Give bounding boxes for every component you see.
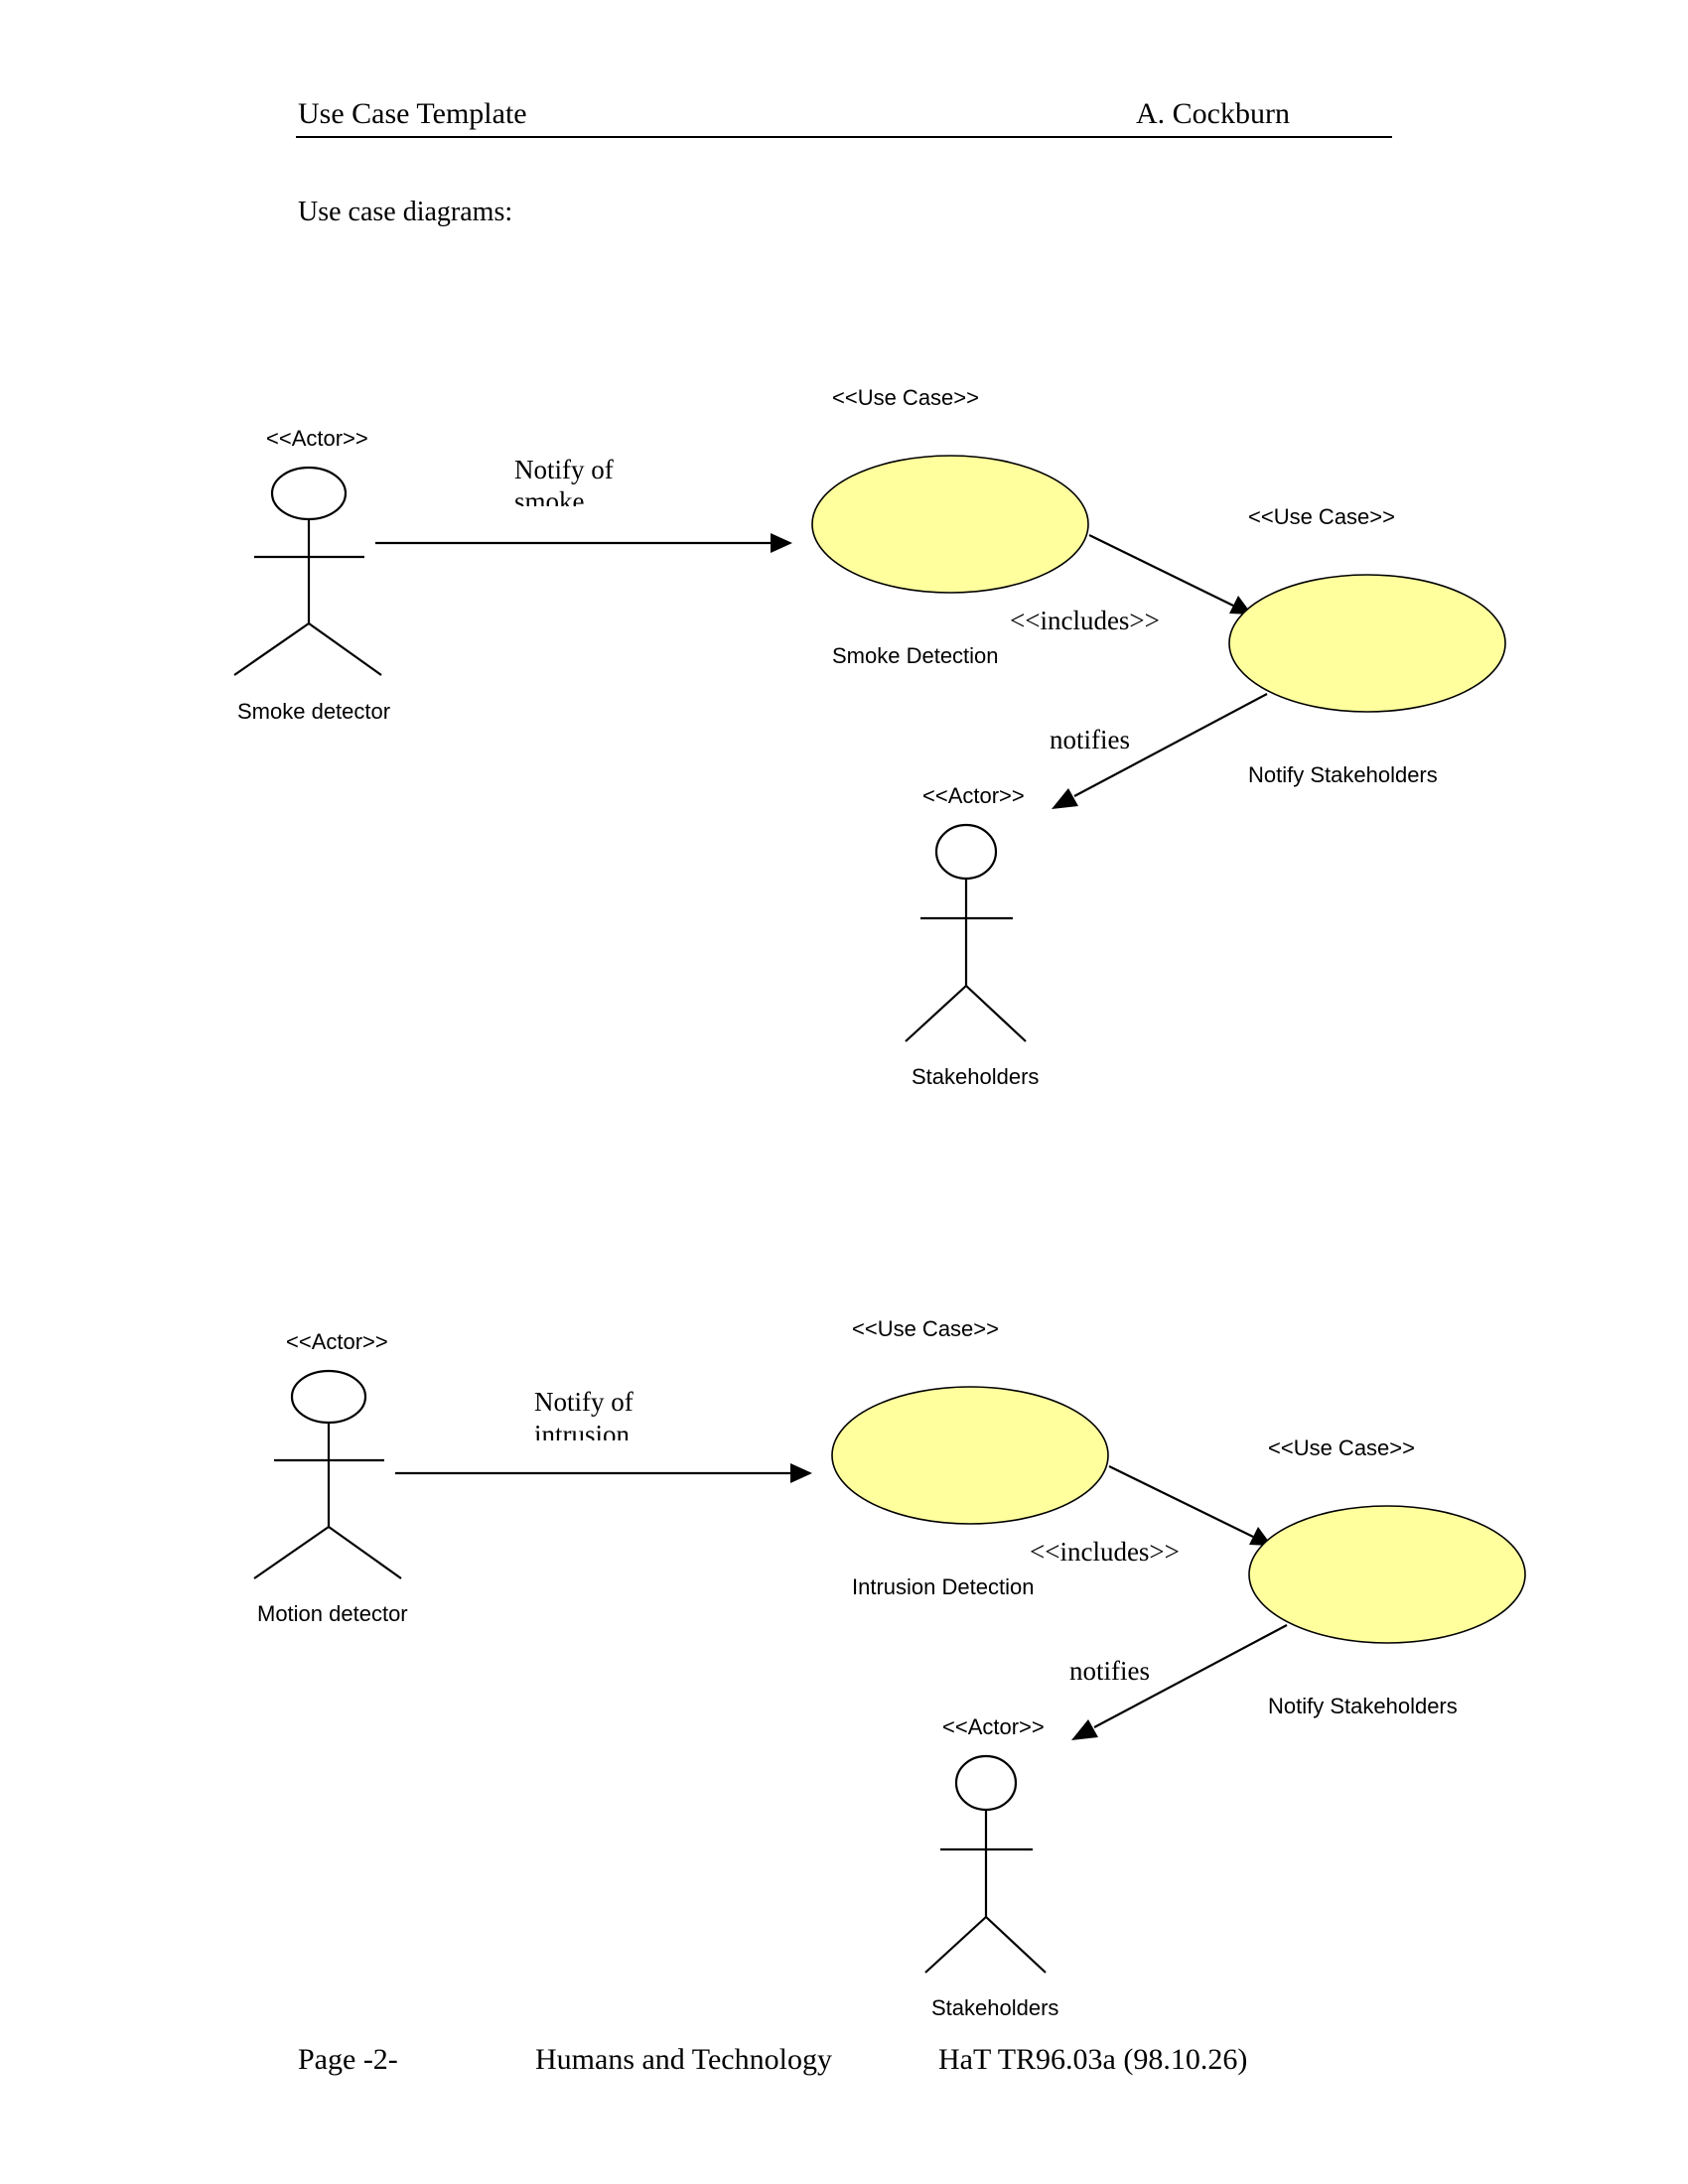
usecase-label-intrusion-detection: Intrusion Detection bbox=[852, 1574, 1034, 1599]
actor-head bbox=[954, 1754, 1018, 1812]
actor-stereotype-label: <<Actor>> bbox=[942, 1714, 1045, 1739]
header-author: A. Cockburn bbox=[1136, 97, 1290, 130]
actor-right-leg bbox=[985, 1916, 1047, 1974]
notifies-label: notifies bbox=[1050, 725, 1130, 754]
trigger-label-line2: smoke bbox=[514, 486, 585, 516]
trigger-arrowhead bbox=[790, 1463, 812, 1483]
actor-label-stakeholders: Stakeholders bbox=[931, 1995, 1058, 2020]
smoke-detector-actor bbox=[233, 466, 382, 676]
actor-right-leg bbox=[965, 985, 1027, 1042]
actor-label-stakeholders: Stakeholders bbox=[912, 1064, 1039, 1089]
usecase-label-notify-stakeholders: Notify Stakeholders bbox=[1268, 1694, 1458, 1718]
trigger-label-line2: intrusion bbox=[534, 1420, 631, 1449]
actor-left-leg bbox=[253, 1526, 330, 1579]
includes-label: <<includes>> bbox=[1030, 1537, 1180, 1567]
section-title: Use case diagrams: bbox=[298, 197, 513, 227]
notifies-arrow-line bbox=[1093, 1624, 1288, 1728]
actor-left-leg bbox=[924, 1916, 987, 1974]
trigger-label-line1: Notify of bbox=[514, 455, 614, 484]
header-rule bbox=[296, 136, 1392, 138]
usecase-stereotype-label: <<Use Case>> bbox=[1248, 504, 1395, 529]
footer-reference: HaT TR96.03a (98.10.26) bbox=[938, 2043, 1248, 2076]
actor-stereotype-label: <<Actor>> bbox=[266, 426, 368, 451]
trigger-arrowhead bbox=[771, 533, 792, 553]
notifies-arrowhead bbox=[1052, 788, 1078, 809]
includes-arrow-line bbox=[1088, 534, 1234, 607]
includes-label: <<includes>> bbox=[1010, 606, 1160, 635]
actor-right-leg bbox=[328, 1526, 402, 1579]
actor-head bbox=[270, 466, 348, 521]
actor-stereotype-label: <<Actor>> bbox=[922, 783, 1025, 808]
notifies-label: notifies bbox=[1069, 1656, 1150, 1686]
actor-label-motion-detector: Motion detector bbox=[257, 1601, 408, 1626]
actor-left-leg bbox=[905, 985, 967, 1042]
actor-label-smoke-detector: Smoke detector bbox=[237, 699, 390, 724]
usecase-stereotype-label: <<Use Case>> bbox=[852, 1316, 999, 1341]
trigger-label: Notify of intrusion bbox=[534, 1387, 633, 1449]
usecase-label-smoke-detection: Smoke Detection bbox=[832, 643, 999, 668]
motion-detector-actor bbox=[253, 1369, 402, 1579]
diagram-smoke: <<Actor>> Smoke detector Notify of smoke… bbox=[233, 385, 1506, 1089]
actor-head bbox=[290, 1369, 367, 1425]
actor-left-leg bbox=[233, 622, 310, 676]
includes-arrow-line bbox=[1108, 1465, 1254, 1538]
trigger-label-line1: Notify of bbox=[534, 1387, 633, 1417]
usecase-notify-stakeholders bbox=[1228, 574, 1506, 713]
actor-stereotype-label: <<Actor>> bbox=[286, 1329, 388, 1354]
stakeholders-actor bbox=[924, 1754, 1047, 1974]
trigger-label: Notify of smoke bbox=[514, 455, 614, 516]
usecase-label-notify-stakeholders: Notify Stakeholders bbox=[1248, 762, 1438, 787]
usecase-stereotype-label: <<Use Case>> bbox=[1268, 1435, 1415, 1460]
usecase-intrusion-detection bbox=[831, 1386, 1109, 1525]
notifies-arrow-line bbox=[1073, 693, 1268, 797]
stakeholders-actor bbox=[905, 823, 1027, 1042]
header-title: Use Case Template bbox=[298, 97, 527, 130]
actor-head bbox=[934, 823, 998, 881]
footer-organization: Humans and Technology bbox=[535, 2043, 832, 2076]
usecase-stereotype-label: <<Use Case>> bbox=[832, 385, 979, 410]
usecase-notify-stakeholders bbox=[1248, 1505, 1526, 1644]
notifies-arrowhead bbox=[1071, 1719, 1098, 1740]
usecase-smoke-detection bbox=[811, 455, 1089, 594]
actor-right-leg bbox=[308, 622, 382, 676]
diagram-intrusion: <<Actor>> Motion detector Notify of intr… bbox=[253, 1316, 1526, 2020]
footer-page-number: Page -2- bbox=[298, 2043, 398, 2076]
